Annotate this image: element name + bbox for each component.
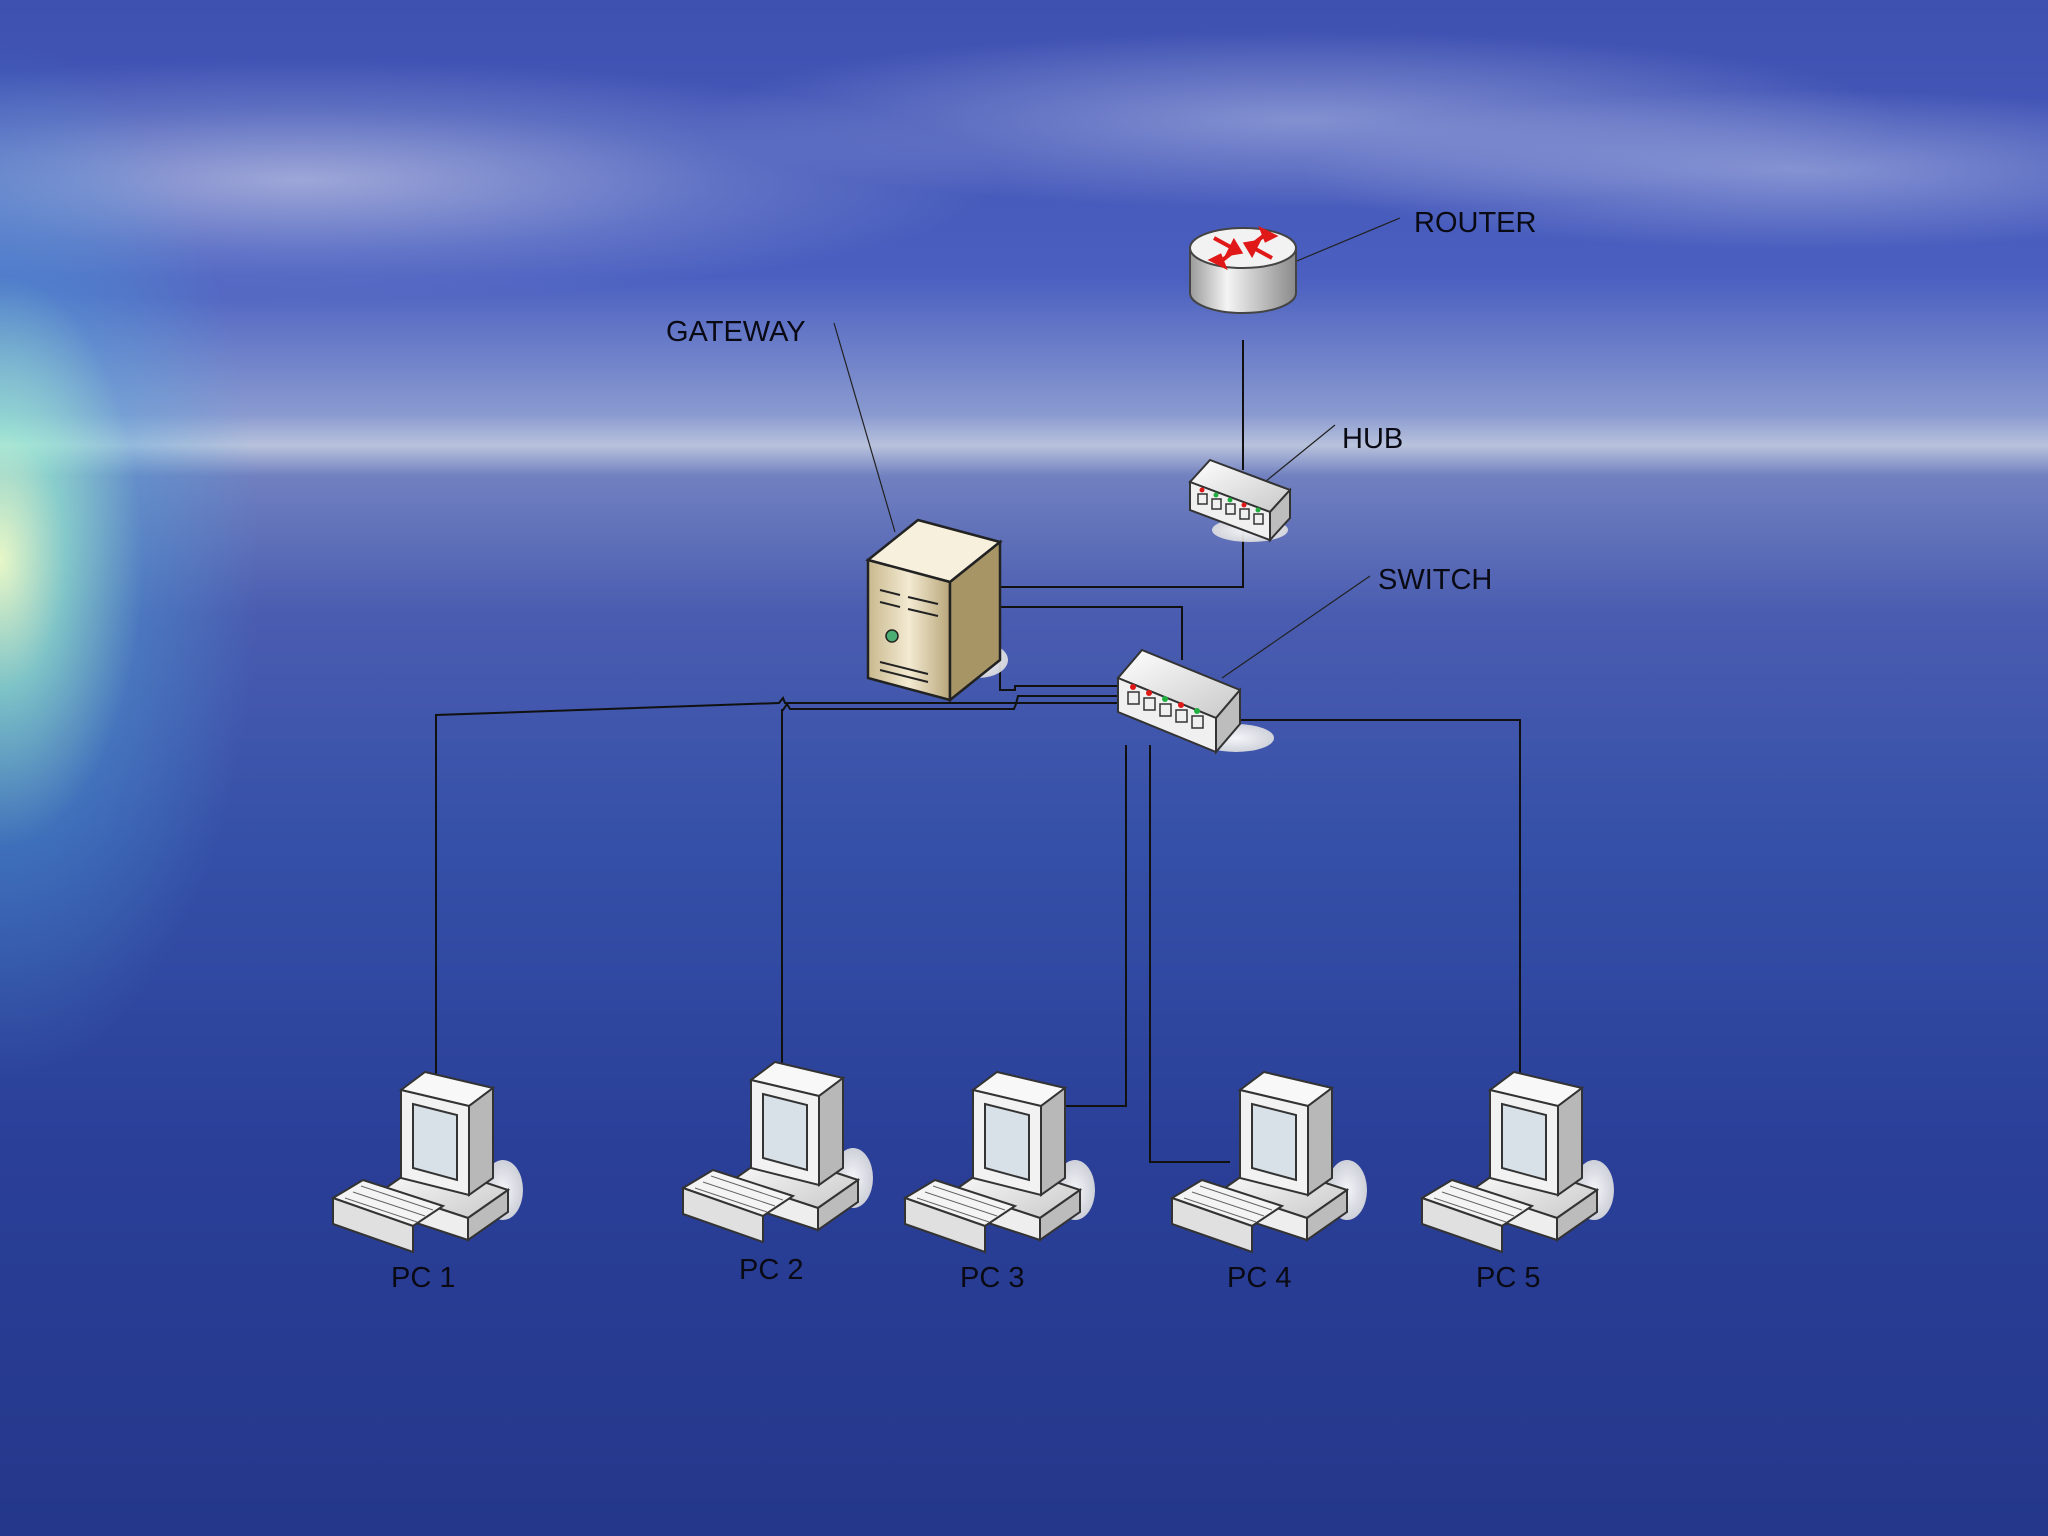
gateway-label: GATEWAY: [666, 316, 806, 348]
router-icon[interactable]: [1189, 225, 1297, 314]
pc-3-label: PC 3: [960, 1262, 1024, 1294]
leader-switch: [1221, 575, 1371, 679]
pc-3-icon[interactable]: [902, 1070, 1095, 1254]
cable-switch-pc2: [781, 695, 1120, 1068]
router-label: ROUTER: [1414, 207, 1536, 239]
cable-gateway-switch: [1000, 606, 1183, 660]
leader-gateway: [833, 322, 896, 533]
leader-router: [1279, 217, 1401, 269]
pc-2-icon[interactable]: [680, 1060, 873, 1244]
switch-label: SWITCH: [1378, 564, 1492, 596]
hub-label: HUB: [1342, 423, 1403, 455]
pc-4-label: PC 4: [1227, 1262, 1291, 1294]
cable-hub-gateway: [1000, 522, 1244, 588]
switch-icon[interactable]: [1116, 648, 1274, 755]
leader-hub: [1254, 424, 1336, 491]
pc-1-label: PC 1: [391, 1262, 455, 1294]
pc-2-label: PC 2: [739, 1254, 803, 1286]
gateway-server-icon[interactable]: [865, 518, 1008, 703]
cables: [435, 340, 1521, 1163]
pc-4-icon[interactable]: [1169, 1070, 1367, 1254]
cable-switch-pc3: [1060, 745, 1127, 1107]
pc-5-label: PC 5: [1476, 1262, 1540, 1294]
cable-switch-pc4: [1149, 745, 1230, 1163]
hub-icon[interactable]: [1188, 458, 1292, 543]
cable-switch-pc5: [1240, 719, 1521, 1080]
leader-lines: [833, 217, 1401, 679]
pc-1-icon[interactable]: [330, 1070, 523, 1254]
pc-5-icon[interactable]: [1419, 1070, 1614, 1254]
cable-switch-pc1: [435, 696, 1120, 1078]
cable-gateway-switch-2: [999, 620, 1120, 691]
